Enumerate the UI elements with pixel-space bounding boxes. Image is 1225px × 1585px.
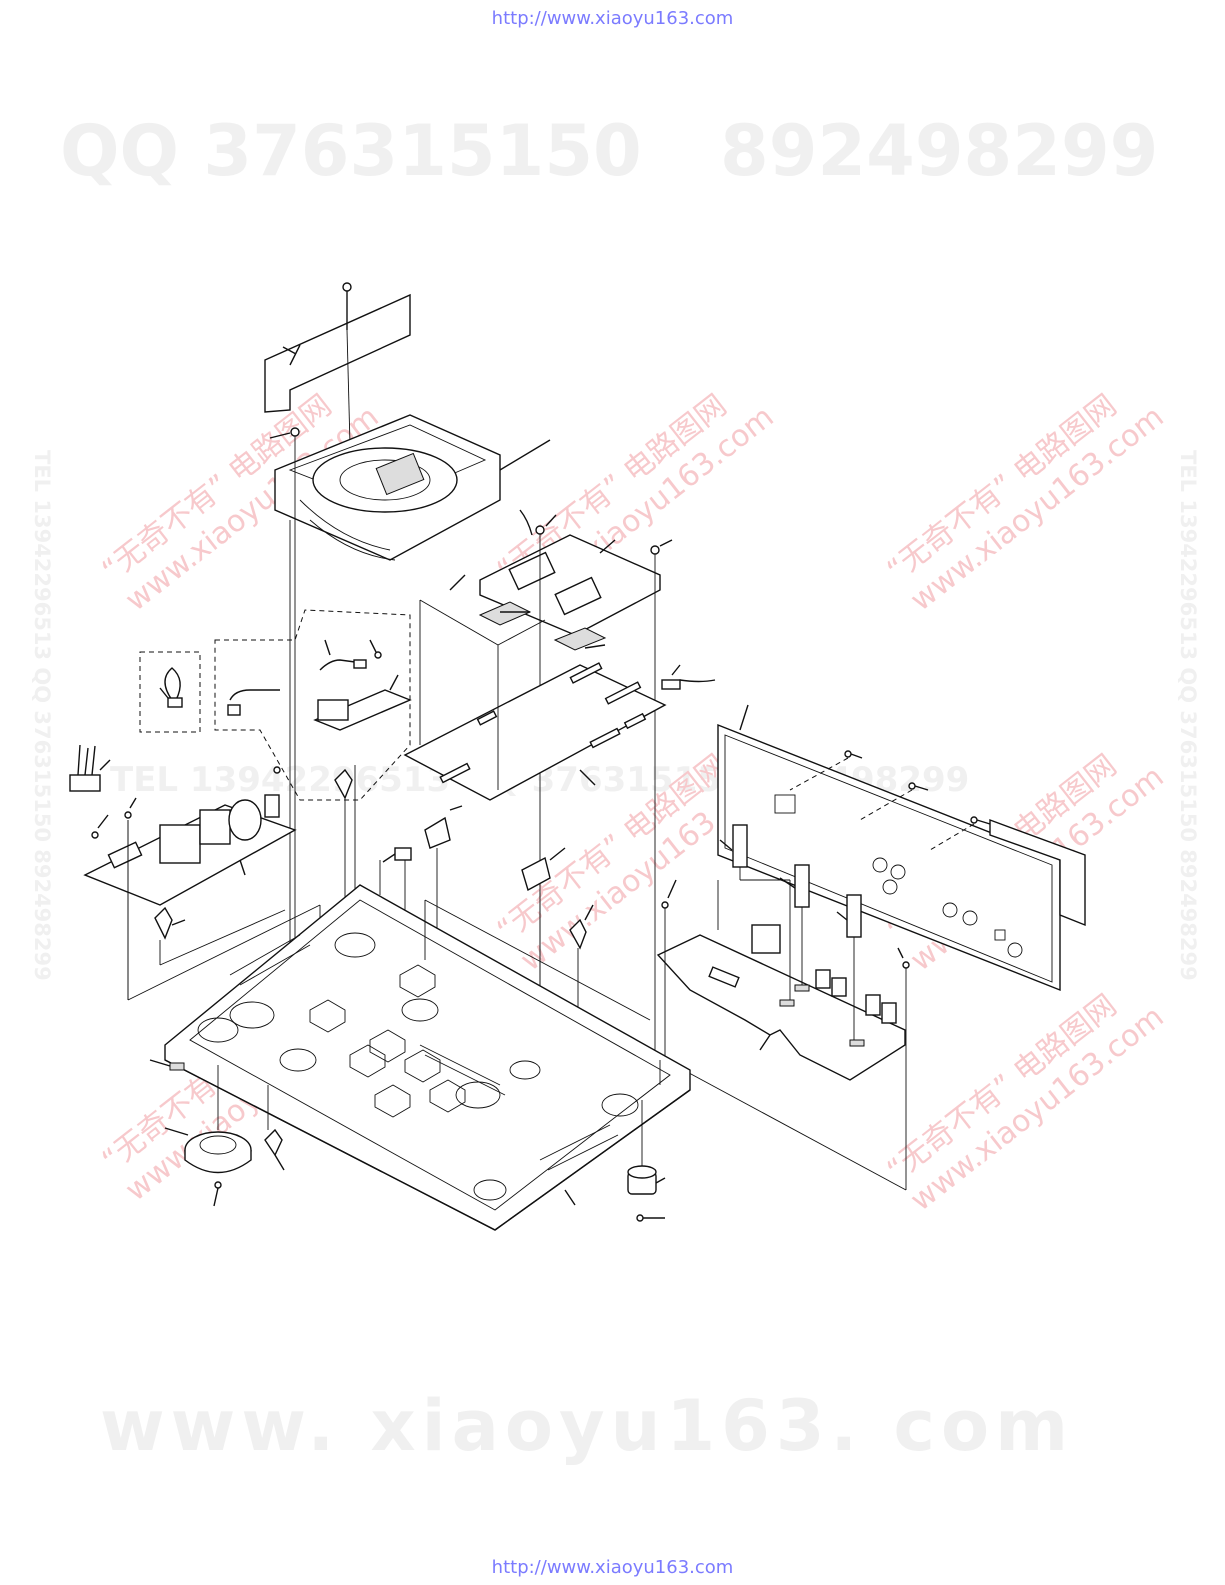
left-foot	[149, 1059, 285, 1207]
screw	[342, 282, 352, 292]
wire-clamp-group	[139, 651, 201, 733]
screw	[661, 901, 669, 909]
chassis-base	[164, 884, 691, 1231]
screw	[902, 961, 910, 969]
screw	[374, 651, 382, 659]
bracket-holders	[382, 805, 594, 1075]
jack-pcb	[656, 824, 910, 1191]
rear-panel	[717, 704, 1086, 992]
screw	[970, 816, 978, 824]
screw	[535, 525, 545, 535]
shield-plate	[478, 509, 673, 1085]
screw	[650, 545, 660, 555]
screw	[908, 782, 916, 790]
watermark-side-left: TEL 13942296513 QQ 376315150 892498299	[30, 450, 54, 981]
watermark-site-big: www. xiaoyu163. com	[100, 1385, 1075, 1467]
right-foot	[627, 1100, 666, 1222]
main-pcb	[403, 599, 716, 801]
footer-url[interactable]: http://www.xiaoyu163.com	[491, 1557, 734, 1578]
header-url[interactable]: http://www.xiaoyu163.com	[491, 8, 734, 29]
cd-mechanism	[269, 414, 551, 1060]
watermark-qq-b: 892498299	[720, 110, 1159, 192]
top-bracket-plate	[264, 282, 411, 446]
sub-board-group	[214, 609, 412, 940]
watermark-qq-a: QQ 376315150	[60, 110, 642, 192]
power-supply-pcb	[69, 744, 321, 1001]
screw	[273, 766, 281, 774]
screw	[844, 750, 852, 758]
watermark-side-right: TEL 13942296513 QQ 376315150 892498299	[1176, 450, 1200, 981]
assembly-guides	[127, 820, 661, 1085]
screw	[124, 811, 132, 819]
screw	[91, 831, 99, 839]
screw	[636, 1214, 644, 1222]
screw	[214, 1181, 222, 1189]
screw	[290, 427, 300, 437]
